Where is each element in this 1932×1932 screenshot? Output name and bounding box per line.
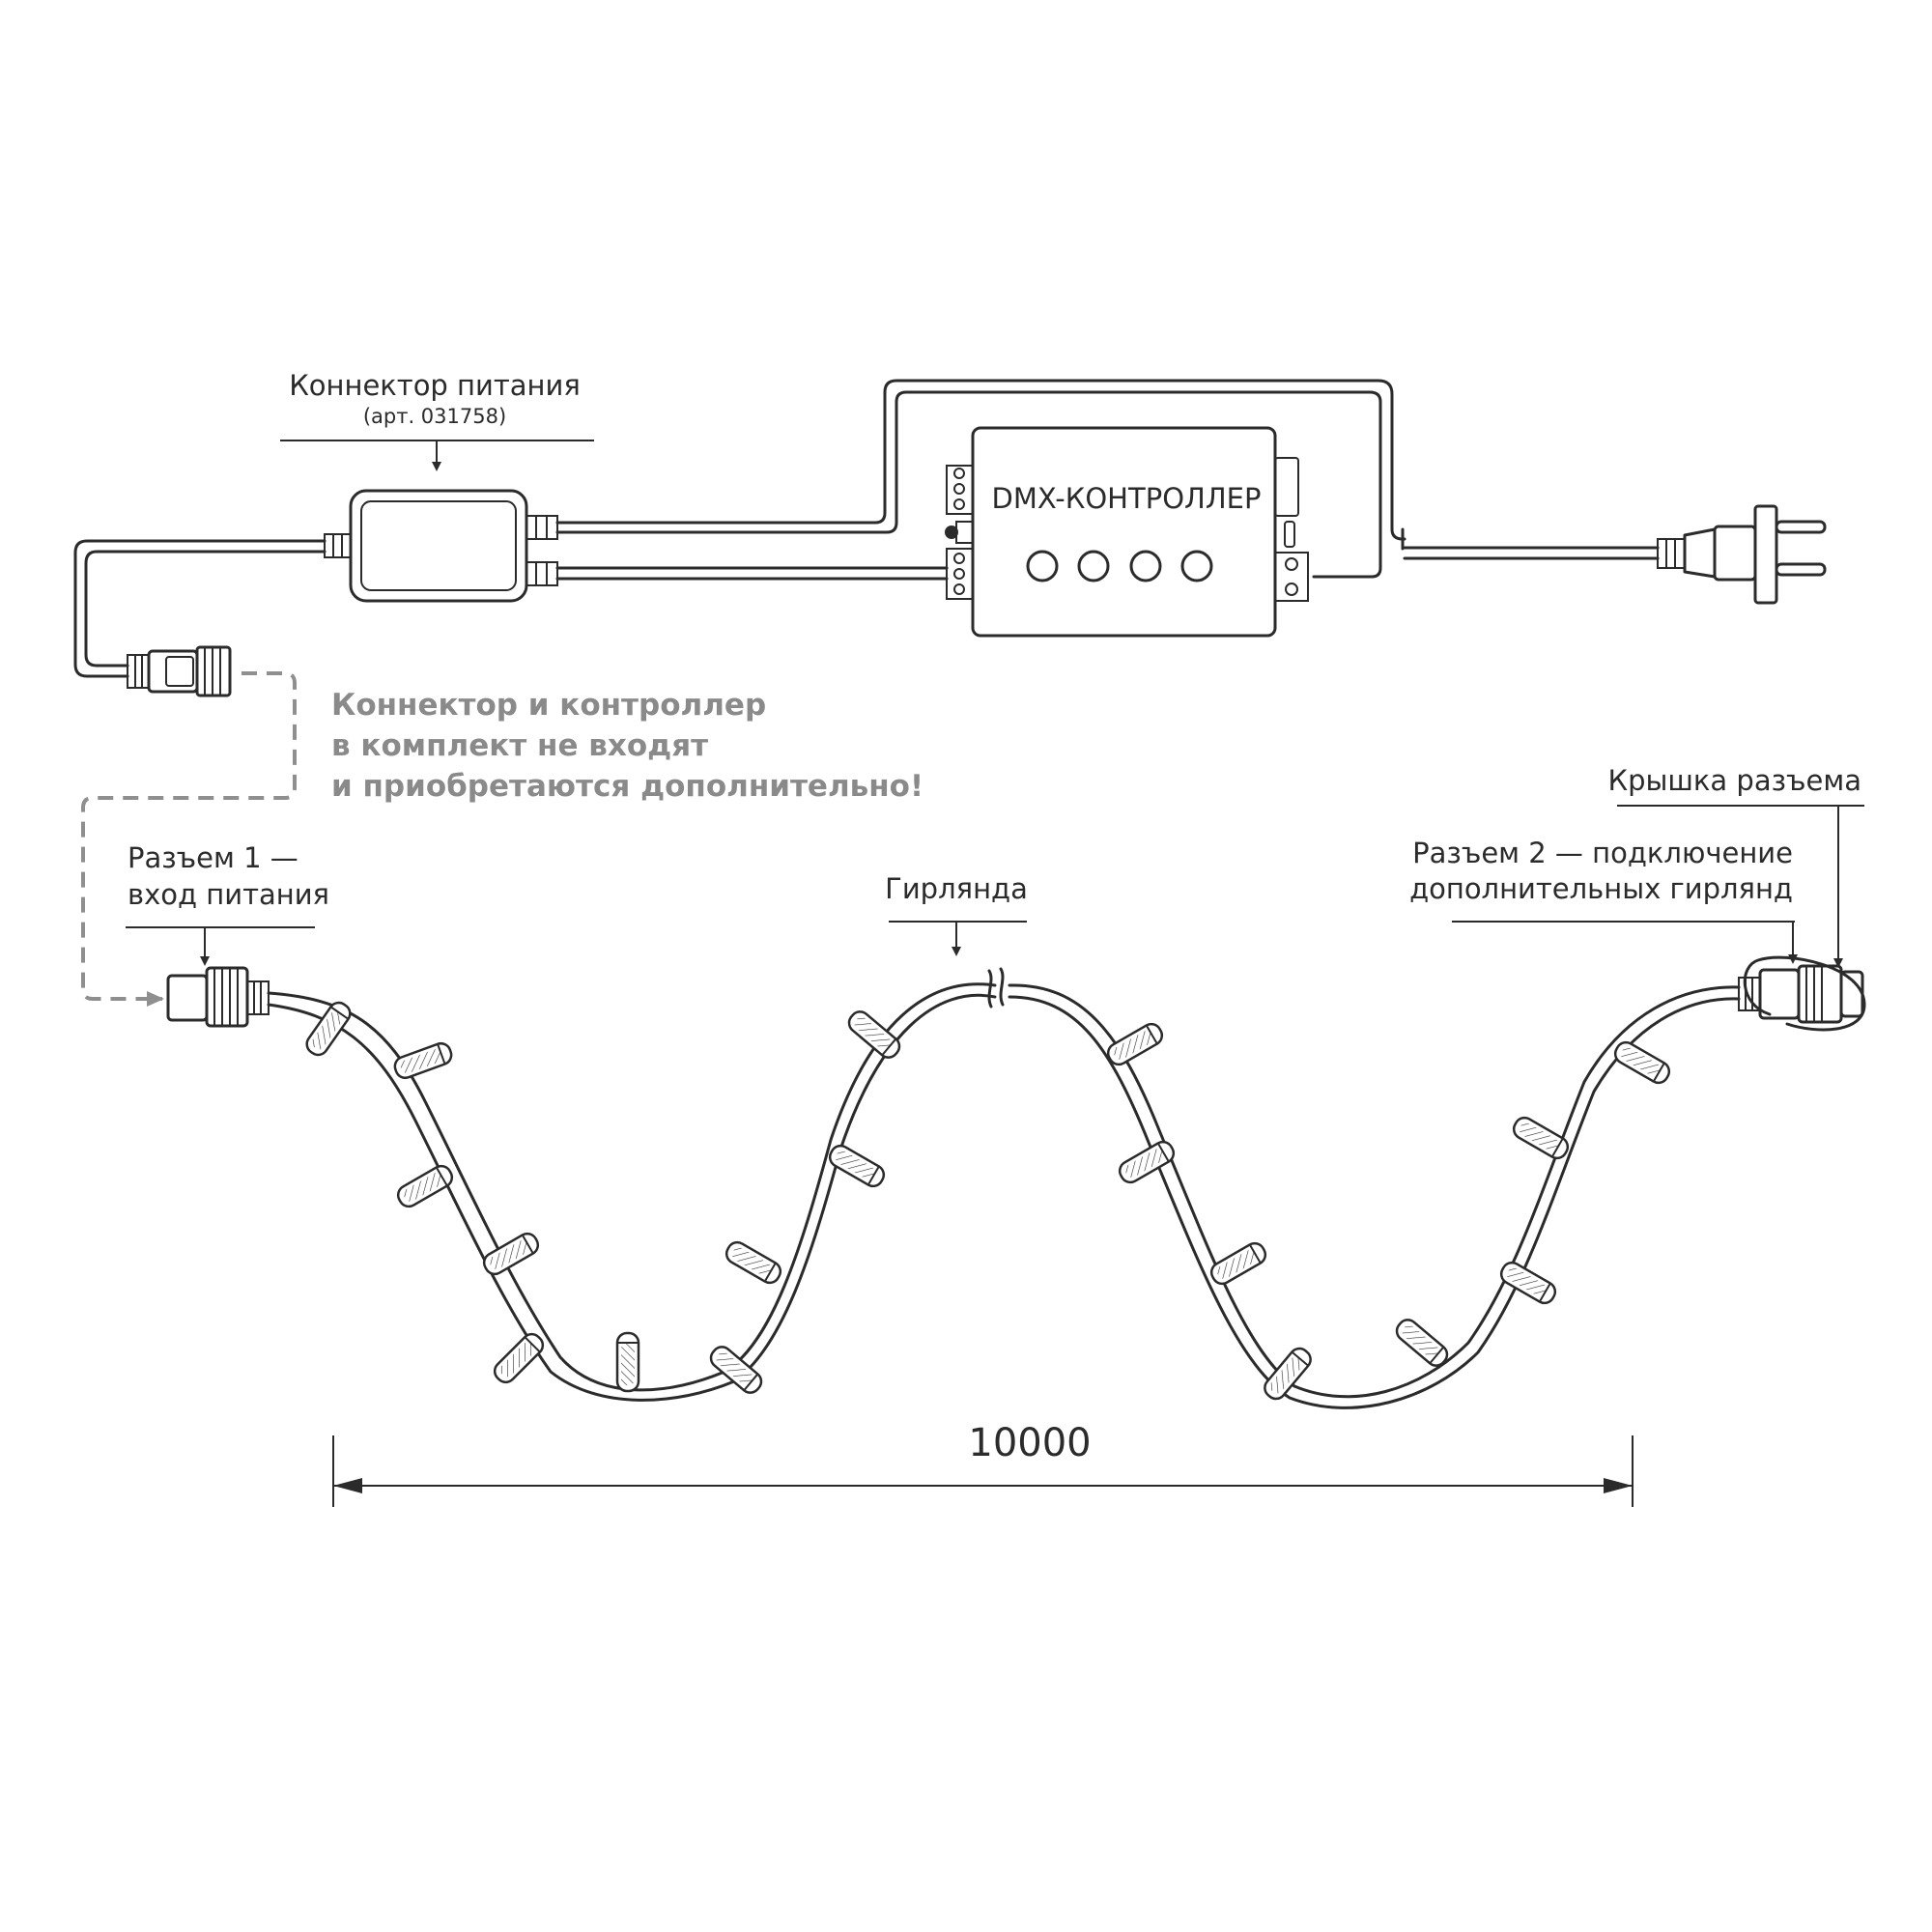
power-plug <box>1401 504 1827 605</box>
garland-title: Гирлянда <box>885 872 1028 905</box>
dashed-connection-line <box>81 671 297 1007</box>
power-cable-end-connector <box>127 645 232 697</box>
bulb <box>615 1331 640 1393</box>
controller-body <box>971 426 1277 638</box>
controller-button-4 <box>1180 550 1213 582</box>
bulb <box>393 1161 457 1211</box>
plug-pin-bottom <box>1775 562 1827 577</box>
note-line-2: в комплект не входят <box>331 728 708 763</box>
terminal-block-right <box>1274 552 1309 602</box>
bulb <box>1610 1037 1674 1088</box>
cap-strap <box>1743 955 1866 1032</box>
controller-button-2 <box>1077 550 1110 582</box>
eu-plug-icon <box>1713 525 1757 582</box>
power-connector-title: Коннектор питания <box>289 369 581 402</box>
plug-pin-top <box>1775 520 1827 534</box>
note-line-3: и приобретаются дополнительно! <box>331 769 923 804</box>
bulb <box>1260 1343 1316 1405</box>
bulb <box>1391 1315 1453 1371</box>
cap-label: Крышка разъема <box>1607 764 1864 968</box>
input-2-line-1: Разъем 2 — подключение <box>1412 837 1793 869</box>
not-included-note: Коннектор и контроллер в комплект не вхо… <box>331 688 923 804</box>
cap-title: Крышка разъема <box>1607 764 1861 797</box>
bulb <box>390 1039 456 1082</box>
bulb <box>301 997 355 1061</box>
note-line-1: Коннектор и контроллер <box>331 688 766 723</box>
input-2-line-2: дополнительных гирлянд <box>1409 872 1793 905</box>
input-2-connector <box>1738 955 1866 1032</box>
controller-side-switch <box>1274 457 1299 517</box>
power-connector-label: Коннектор питания (арт. 031758) <box>280 369 594 471</box>
length-dimension: 10000 <box>332 1421 1634 1507</box>
power-connector-box <box>324 489 558 603</box>
controller-label: DMX-КОНТРОЛЛЕР <box>992 482 1262 515</box>
connector-left-stub <box>324 533 352 558</box>
bulb <box>722 1237 785 1288</box>
power-cables <box>73 379 1406 678</box>
bulb <box>1509 1113 1573 1163</box>
terminal-block-bottom <box>946 548 974 600</box>
power-connector-article: (арт. 031758) <box>363 405 506 428</box>
connector-right-stub-top <box>526 515 558 540</box>
bulb <box>1103 1019 1167 1069</box>
input-2-label: Разъем 2 — подключение дополнительных ги… <box>1409 837 1798 964</box>
garland-label: Гирлянда <box>885 872 1028 956</box>
plug-strain-relief <box>1657 538 1686 569</box>
bulb <box>1207 1238 1270 1289</box>
garland-wire <box>267 967 1741 1409</box>
dimension-value: 10000 <box>968 1421 1091 1465</box>
terminal-block-top <box>946 465 974 515</box>
bulb <box>843 1007 905 1063</box>
input-1-connector <box>166 966 270 1028</box>
input-1-label: Разъем 1 — вход питания <box>126 841 329 966</box>
bulb <box>479 1229 543 1279</box>
input-1-line-1: Разъем 1 — <box>128 841 298 874</box>
bulb <box>1115 1137 1179 1187</box>
status-led <box>945 526 958 539</box>
bulb <box>825 1141 889 1191</box>
controller-button-1 <box>1026 550 1059 582</box>
dmx-controller: DMX-КОНТРОЛЛЕР <box>945 426 1309 638</box>
input-1-line-2: вход питания <box>128 878 329 911</box>
bulb <box>1496 1258 1560 1308</box>
bulb <box>489 1328 549 1388</box>
controller-button-3 <box>1129 550 1162 582</box>
connector-right-stub-bottom <box>526 561 558 586</box>
